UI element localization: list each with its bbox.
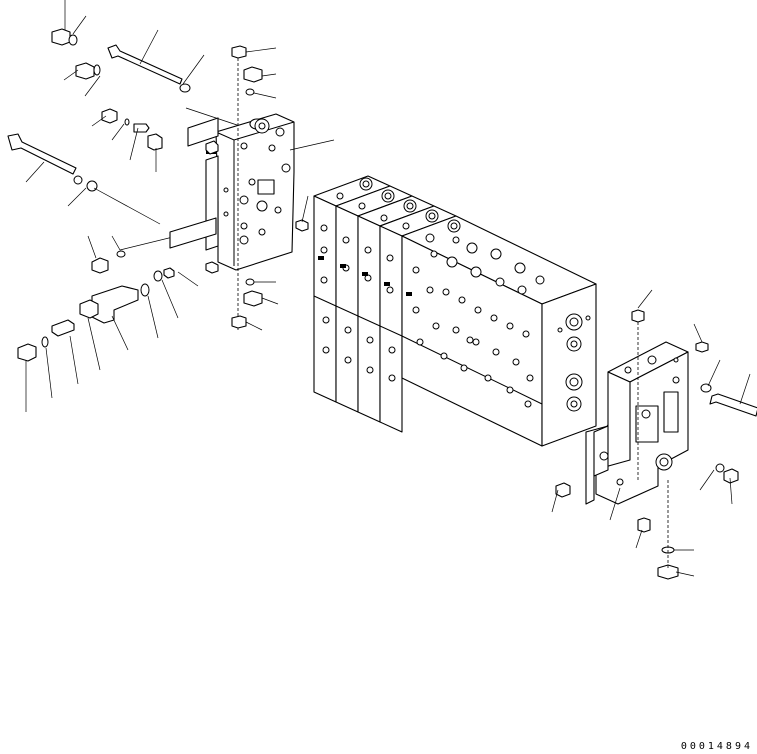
plug-top-left bbox=[51, 28, 71, 46]
left-end-cover bbox=[169, 48, 295, 330]
piston-left bbox=[51, 319, 75, 337]
left-small-parts bbox=[7, 28, 191, 362]
sleeve-left bbox=[79, 299, 99, 319]
drawing-number: 00014894 bbox=[680, 741, 753, 752]
spool-cap bbox=[91, 285, 139, 324]
oring-left-4 bbox=[116, 250, 126, 258]
tie-bolt-right bbox=[709, 393, 757, 417]
left-bolt-stud bbox=[205, 140, 219, 155]
washer-top-left bbox=[68, 34, 78, 46]
nut-spool bbox=[163, 267, 175, 279]
tie-bolt-upper bbox=[107, 44, 183, 85]
poppet-left bbox=[147, 133, 163, 151]
leader-lines-left bbox=[25, 0, 241, 412]
plug-left-2 bbox=[75, 62, 95, 80]
oring-spool-b bbox=[153, 270, 163, 282]
oring-left-3 bbox=[124, 118, 130, 126]
main-valve-block bbox=[313, 175, 597, 447]
right-small-parts bbox=[551, 289, 757, 580]
washer-lower-a bbox=[73, 175, 83, 185]
left-cover-fittings bbox=[205, 45, 335, 331]
plug-left-4 bbox=[91, 257, 109, 274]
plug-left-5 bbox=[17, 343, 37, 362]
tie-bolt-lower bbox=[7, 133, 77, 175]
washer-lower-b bbox=[86, 180, 98, 192]
spring-seat-left bbox=[133, 123, 150, 133]
washer-upper bbox=[179, 83, 191, 93]
oring-left-5 bbox=[41, 336, 49, 348]
oring-spool-a bbox=[140, 283, 150, 297]
plug-left-3 bbox=[101, 108, 118, 124]
oring-left-2 bbox=[93, 64, 101, 76]
right-end-cover bbox=[585, 312, 689, 505]
